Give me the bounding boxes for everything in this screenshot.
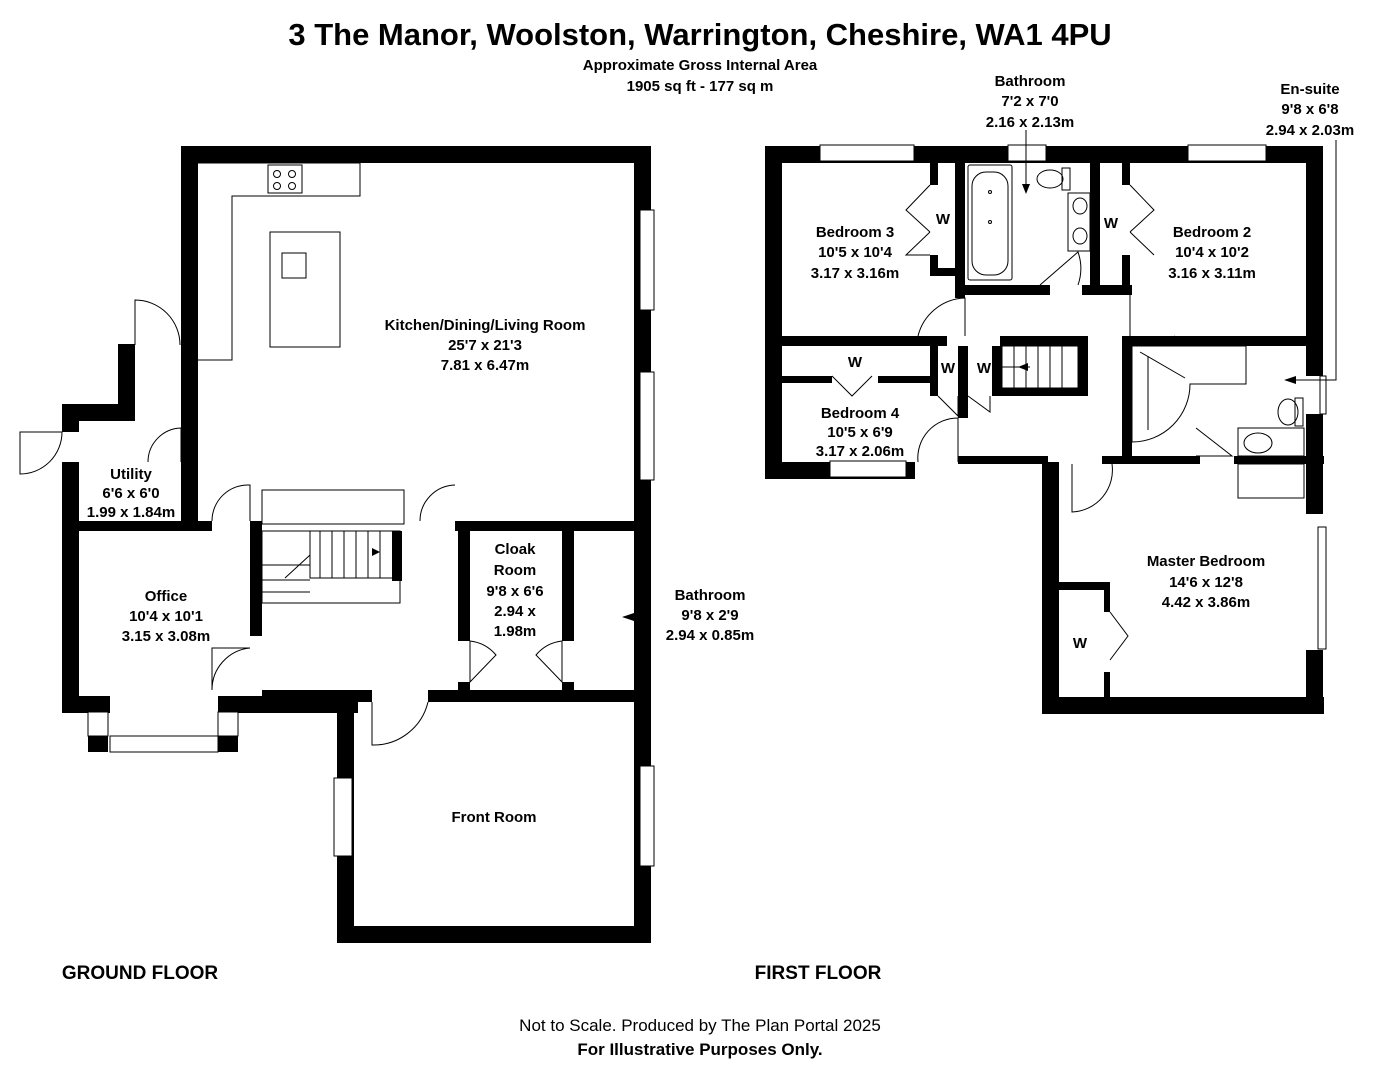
- svg-text:14'6 x 12'8: 14'6 x 12'8: [1169, 574, 1243, 591]
- svg-text:Office: Office: [145, 588, 188, 605]
- svg-text:1.99 x 1.84m: 1.99 x 1.84m: [87, 504, 175, 521]
- area-value: 1905 sq ft - 177 sq m: [627, 78, 774, 95]
- stair-arrow-icon: [372, 548, 380, 556]
- room-bedroom-4: Bedroom 4 10'5 x 6'9 3.17 x 2.06m: [816, 405, 904, 460]
- room-utility: Utility 6'6 x 6'0 1.99 x 1.84m: [87, 466, 175, 521]
- room-first-bathroom: Bathroom 7'2 x 7'0 2.16 x 2.13m: [986, 73, 1074, 131]
- room-bedroom-3: Bedroom 3 10'5 x 10'4 3.17 x 3.16m: [811, 224, 899, 282]
- ensuite-pointer-arrow-icon: [1284, 376, 1296, 384]
- room-front: Front Room: [452, 809, 537, 826]
- svg-text:3.17 x 2.06m: 3.17 x 2.06m: [816, 443, 904, 460]
- wardrobe-landing-1: W: [941, 360, 956, 377]
- svg-text:9'8 x 2'9: 9'8 x 2'9: [681, 607, 738, 624]
- area-caption: Approximate Gross Internal Area: [583, 57, 818, 74]
- svg-text:2.94 x: 2.94 x: [494, 603, 536, 620]
- wardrobe-bed2: W: [1104, 215, 1119, 232]
- ground-floor-doors: [19, 299, 563, 746]
- room-ground-bathroom: Bathroom 9'8 x 2'9 2.94 x 0.85m: [666, 587, 754, 644]
- svg-text:Room: Room: [494, 562, 537, 579]
- svg-text:2.94 x 2.03m: 2.94 x 2.03m: [1266, 122, 1354, 139]
- footer-note: Not to Scale. Produced by The Plan Porta…: [519, 1016, 881, 1035]
- svg-text:3.15 x 3.08m: 3.15 x 3.08m: [122, 628, 210, 645]
- svg-text:10'5 x 6'9: 10'5 x 6'9: [827, 424, 893, 441]
- bathroom-arrow-icon: [622, 613, 634, 621]
- first-staircase: [1001, 345, 1079, 389]
- ground-floor-caption: GROUND FLOOR: [62, 963, 218, 984]
- first-floor-doors: [831, 184, 1234, 661]
- svg-text:Cloak: Cloak: [495, 541, 537, 558]
- wardrobe-landing-2: W: [977, 360, 992, 377]
- first-floor-fittings: [967, 164, 1305, 499]
- ground-staircase: [261, 530, 401, 604]
- svg-text:25'7 x 21'3: 25'7 x 21'3: [448, 337, 522, 354]
- svg-text:10'4 x 10'1: 10'4 x 10'1: [129, 608, 203, 625]
- svg-text:6'6 x 6'0: 6'6 x 6'0: [102, 485, 159, 502]
- svg-text:1.98m: 1.98m: [494, 623, 537, 640]
- page-title: 3 The Manor, Woolston, Warrington, Chesh…: [288, 17, 1111, 52]
- svg-text:9'8 x 6'8: 9'8 x 6'8: [1281, 101, 1338, 118]
- first-stair-arrow-icon: [1018, 363, 1028, 371]
- svg-text:Bedroom 3: Bedroom 3: [816, 224, 894, 241]
- svg-text:9'8 x 6'6: 9'8 x 6'6: [486, 583, 543, 600]
- svg-text:Utility: Utility: [110, 466, 152, 483]
- wardrobe-master: W: [1073, 635, 1088, 652]
- footer-disclaimer: For Illustrative Purposes Only.: [577, 1040, 822, 1059]
- svg-text:Bathroom: Bathroom: [675, 587, 746, 604]
- svg-text:3.17 x 3.16m: 3.17 x 3.16m: [811, 265, 899, 282]
- svg-text:4.42 x 3.86m: 4.42 x 3.86m: [1162, 594, 1250, 611]
- room-cloak: Cloak Room 9'8 x 6'6 2.94 x 1.98m: [486, 541, 543, 640]
- ground-floor-windows: [87, 209, 655, 867]
- svg-text:7.81 x 6.47m: 7.81 x 6.47m: [441, 357, 529, 374]
- svg-text:Kitchen/Dining/Living Room: Kitchen/Dining/Living Room: [385, 317, 586, 334]
- room-kitchen: Kitchen/Dining/Living Room 25'7 x 21'3 7…: [385, 317, 586, 374]
- svg-text:Front Room: Front Room: [452, 809, 537, 826]
- svg-text:3.16 x 3.11m: 3.16 x 3.11m: [1168, 265, 1256, 282]
- svg-text:7'2 x 7'0: 7'2 x 7'0: [1001, 93, 1058, 110]
- svg-text:En-suite: En-suite: [1280, 81, 1339, 98]
- svg-text:Bathroom: Bathroom: [995, 73, 1066, 90]
- svg-text:Bedroom 4: Bedroom 4: [821, 405, 900, 422]
- svg-text:Bedroom 2: Bedroom 2: [1173, 224, 1251, 241]
- room-bedroom-2: Bedroom 2 10'4 x 10'2 3.16 x 3.11m: [1168, 224, 1256, 282]
- svg-text:10'5 x 10'4: 10'5 x 10'4: [818, 244, 893, 261]
- wardrobe-bed4: W: [848, 354, 863, 371]
- svg-text:Master Bedroom: Master Bedroom: [1147, 553, 1265, 570]
- svg-text:2.94 x 0.85m: 2.94 x 0.85m: [666, 627, 754, 644]
- stair-wall: [392, 531, 402, 581]
- room-master-bedroom: Master Bedroom 14'6 x 12'8 4.42 x 3.86m: [1147, 553, 1265, 611]
- bath-pointer-arrow-icon: [1022, 184, 1030, 194]
- ground-floor-walls: [62, 146, 651, 943]
- first-floor-pointers: [1025, 130, 1337, 381]
- wardrobe-labels: W W W W W W: [848, 211, 1119, 652]
- first-floor-caption: FIRST FLOOR: [755, 963, 882, 984]
- first-floor-windows: [819, 144, 1327, 650]
- kitchen-fittings: [198, 162, 405, 525]
- room-ensuite: En-suite 9'8 x 6'8 2.94 x 2.03m: [1266, 81, 1354, 139]
- wardrobe-bed3: W: [936, 211, 951, 228]
- room-office: Office 10'4 x 10'1 3.15 x 3.08m: [122, 588, 210, 645]
- svg-text:10'4 x 10'2: 10'4 x 10'2: [1175, 244, 1249, 261]
- svg-text:2.16 x 2.13m: 2.16 x 2.13m: [986, 114, 1074, 131]
